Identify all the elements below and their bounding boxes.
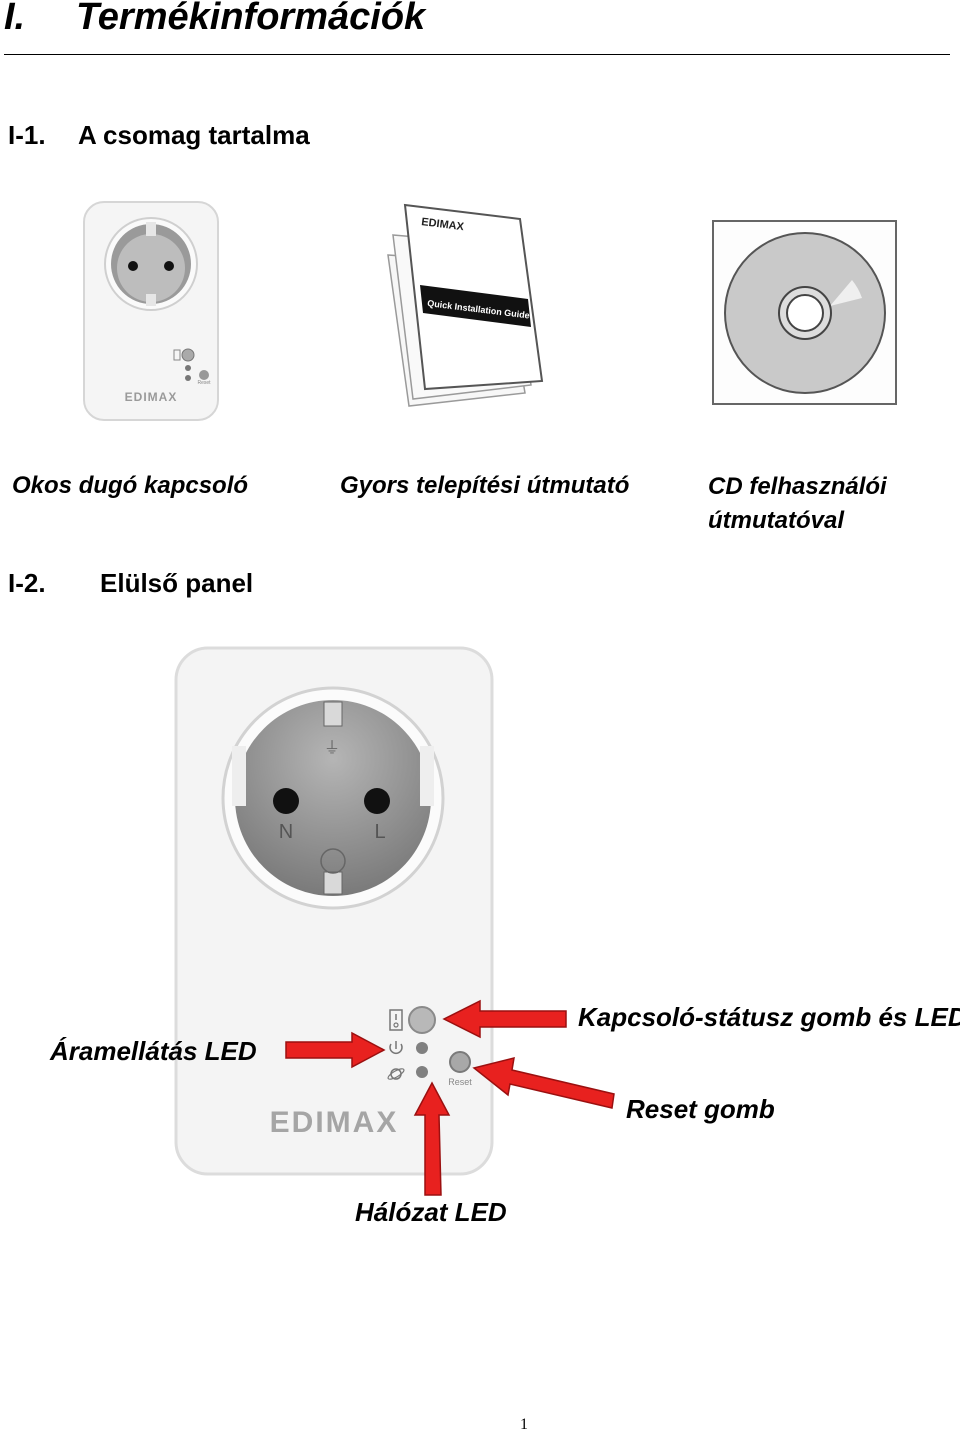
socket-hole-right [364,788,390,814]
power-led [416,1042,428,1054]
svg-text:Reset: Reset [197,380,211,386]
brand-logo: EDIMAX [125,390,178,404]
caption-cd: CD felhasználói útmutatóval [708,473,887,534]
quick-guide-icon: EDIMAX Quick Installation Guide [387,203,544,407]
section-title: A csomag tartalma [78,120,310,150]
section-number: I-1. [8,120,46,150]
arrow-reset [472,1056,615,1109]
caption-quick-guide: Gyors telepítési útmutató [340,472,630,499]
chapter-title-text: Termékinformációk [76,0,426,38]
callout-power-led: Áramellátás LED [50,1036,257,1066]
network-led [416,1066,428,1078]
arrow-power-led [285,1031,386,1069]
socket-hole-left [273,788,299,814]
smart-plug-icon: Reset EDIMAX [83,201,219,421]
brand-logo: EDIMAX [270,1106,399,1139]
reset-button[interactable] [449,1051,471,1073]
chapter-number: I. [4,0,26,38]
socket-label-n: N [279,821,293,843]
reset-label: Reset [448,1077,472,1087]
arrow-switch-status [442,999,567,1039]
title-rule [4,54,950,55]
section-heading-package-contents: I-1. A csomag tartalma [8,120,310,151]
chapter-title: I. Termékinformációk [4,0,425,39]
power-icon [389,1043,403,1054]
switch-icon [389,1009,403,1031]
callout-switch-status: Kapcsoló-státusz gomb és LED [578,1002,960,1032]
arrow-network-led [413,1081,451,1196]
callout-reset: Reset gomb [626,1094,775,1124]
caption-smart-plug: Okos dugó kapcsoló [12,472,249,499]
earth-symbol: ⏚ [324,739,340,757]
guide-brand-logo: EDIMAX [421,216,466,233]
page-number: 1 [520,1416,528,1433]
section-heading-front-panel: I-2. Elülső panel [8,568,253,599]
socket-label-l: L [374,821,385,843]
socket [235,700,431,896]
smart-plug-front-panel: ⏚ N L Reset EDIMAX [174,646,494,1176]
switch-status-button[interactable] [408,1006,436,1034]
section-number: I-2. [8,568,46,598]
cd-icon [712,220,897,405]
callout-network-led: Hálózat LED [355,1197,507,1227]
section-title: Elülső panel [100,568,254,598]
